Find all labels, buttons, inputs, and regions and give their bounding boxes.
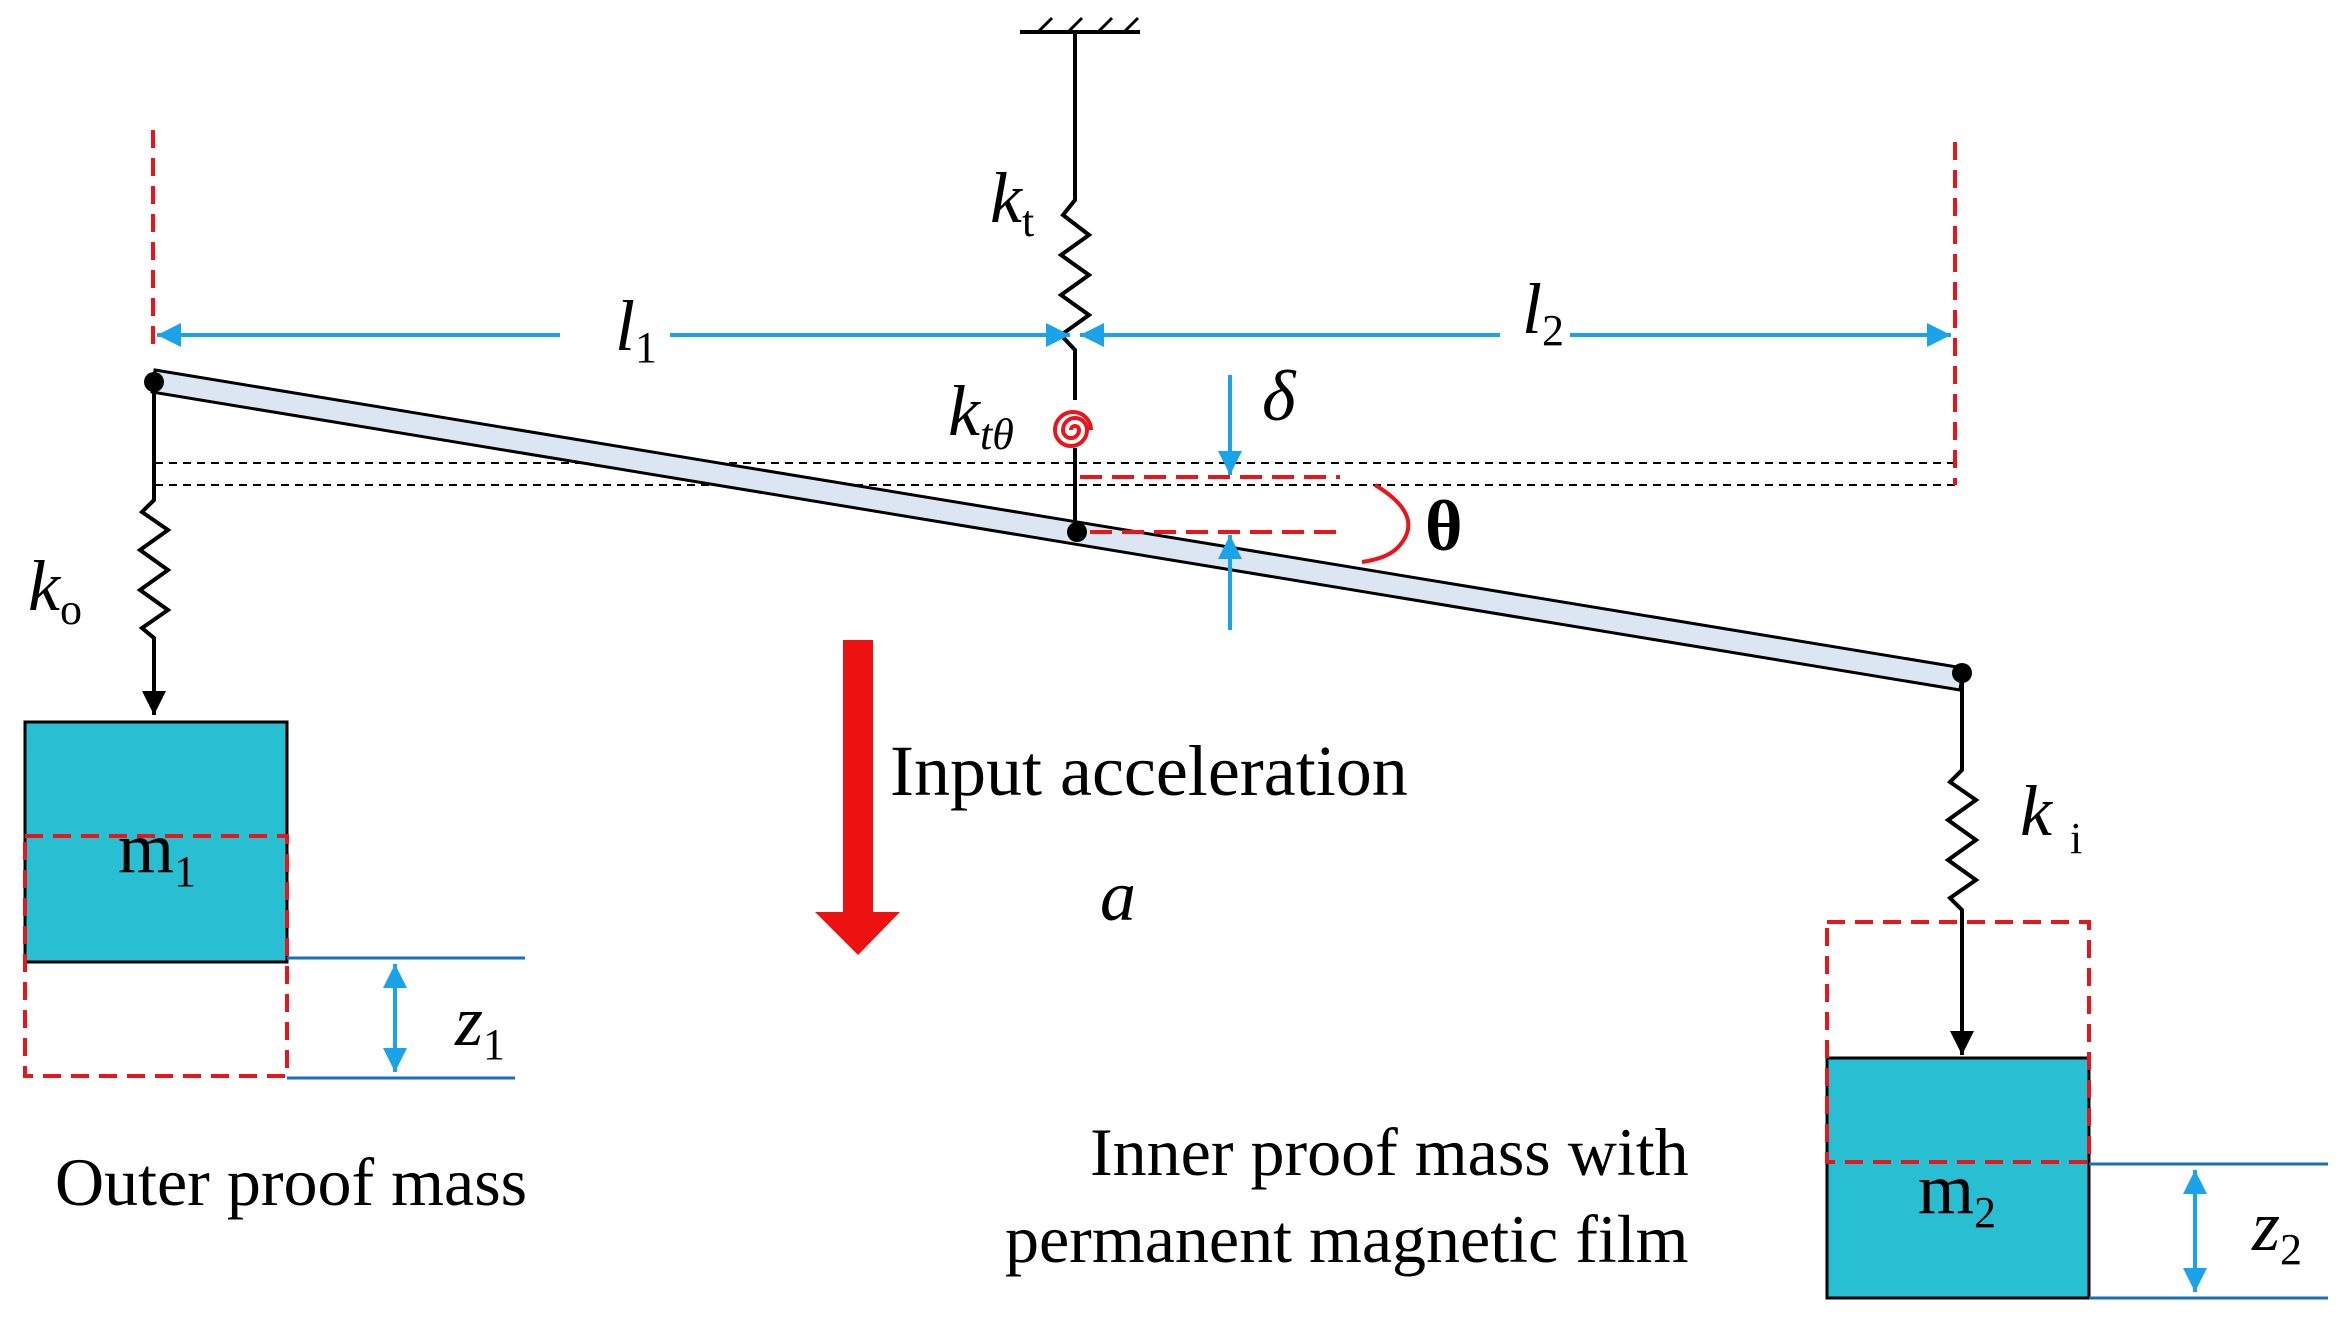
reference-lines bbox=[155, 462, 1955, 486]
label-m1: m1 bbox=[118, 808, 196, 896]
dimension-z1: z1 bbox=[287, 956, 525, 1080]
central-spring-kt bbox=[1057, 32, 1093, 400]
torsion-spiral-ktheta bbox=[1052, 410, 1093, 530]
label-accel-symbol: a bbox=[1100, 856, 1136, 936]
fixed-support bbox=[1020, 16, 1140, 34]
caption-inner-proof-mass-line1: Inner proof mass with bbox=[1090, 1114, 1689, 1190]
outer-spring-ko bbox=[136, 382, 172, 715]
dimension-z2: z2 bbox=[2089, 1162, 2328, 1300]
label-kt: kt bbox=[990, 158, 1034, 246]
delta-indicator bbox=[1080, 375, 1411, 630]
label-theta: θ bbox=[1425, 486, 1463, 566]
label-z2: z2 bbox=[2251, 1186, 2302, 1274]
label-input-acceleration: Input acceleration bbox=[890, 731, 1408, 811]
outer-proof-mass-m1: m1 bbox=[23, 720, 289, 1078]
caption-inner-proof-mass-line2: permanent magnetic film bbox=[1005, 1201, 1689, 1277]
caption-outer-proof-mass: Outer proof mass bbox=[55, 1144, 527, 1220]
label-l2: l2 bbox=[1522, 269, 1564, 355]
label-ko: ko bbox=[28, 546, 82, 634]
label-z1: z1 bbox=[454, 981, 505, 1069]
beam-center-pivot bbox=[1067, 522, 1087, 542]
inner-spring-ki bbox=[1944, 673, 1980, 1055]
label-m2: m2 bbox=[1918, 1149, 1996, 1237]
boundary-lines bbox=[151, 130, 1957, 485]
label-ktheta: ktθ bbox=[948, 371, 1014, 459]
label-delta: δ bbox=[1262, 356, 1297, 436]
inner-proof-mass-m2: m2 bbox=[1825, 920, 2091, 1300]
label-l1: l1 bbox=[615, 286, 657, 372]
input-acceleration-arrow bbox=[815, 640, 900, 955]
